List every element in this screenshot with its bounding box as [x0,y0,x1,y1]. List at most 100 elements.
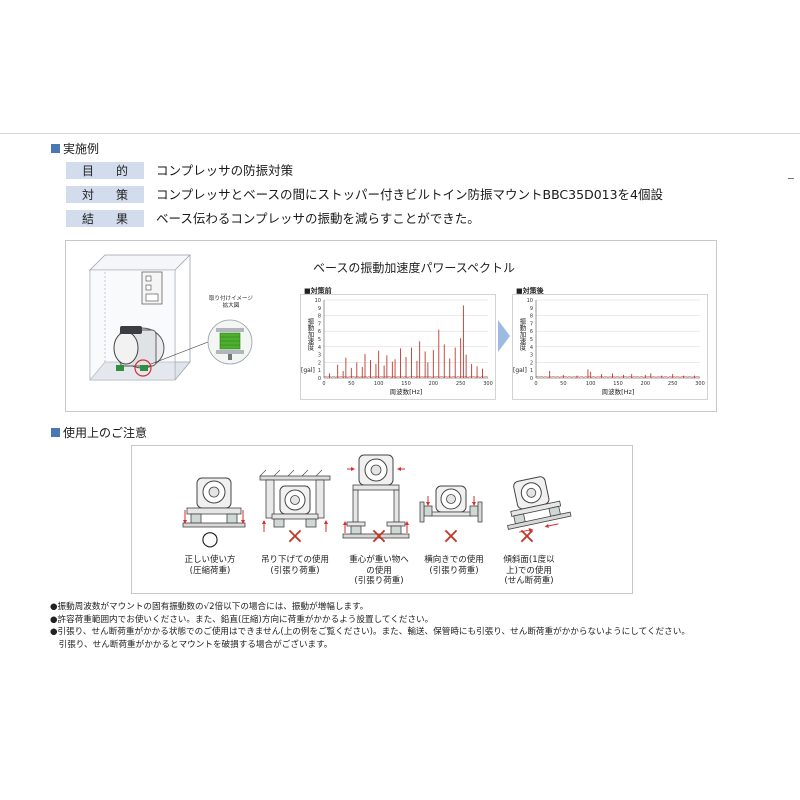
diagram-top-heavy [342,454,410,539]
row-label-measure: 対 策 [66,186,144,203]
x-axis-label: 周波数[Hz] [602,387,635,396]
row-text-result: ベース伝わるコンプレッサの振動を減らすことができた。 [156,211,480,226]
y-tick-label: 8 [530,314,533,320]
caption-incline: 傾斜面(1度以 上)での使用 (せん断荷重) [494,555,564,587]
caption-line: (せん断荷重) [504,576,554,586]
ng-mark-icon: × [441,524,461,549]
x-tick-label: 0 [534,381,537,387]
y-tick-label: 5 [530,337,533,343]
section-title: 実施例 [63,142,100,156]
label-char: 果 [115,212,128,226]
y-tick-label: 9 [530,306,533,312]
y-tick-label: 9 [318,306,321,312]
caption-line: 重心が重い物へ [349,555,409,565]
y-tick-label: 6 [530,329,533,335]
y-tick-label: 8 [318,314,321,320]
y-tick-label: 2 [318,360,321,366]
caption-sideways: 横向きでの使用 (引張り荷重) [414,555,494,576]
mounting-diagrams [182,454,572,539]
spectrum-title: ベースの振動加速度パワースペクトル [313,261,515,275]
y-tick-label: 7 [318,321,321,327]
x-tick-label: 200 [429,381,439,387]
x-tick-label: 150 [613,381,623,387]
section-heading-cautions: 使用上のご注意 [51,424,147,441]
label-char: 結 [82,212,95,226]
caption-line: (引張り荷重) [354,576,404,586]
label-char: 目 [82,164,95,178]
y-tick-label: 4 [318,345,321,351]
compressor-illustration [89,254,253,381]
y-tick-label: 2 [530,360,533,366]
y-axis-label: 振動加速度 [306,317,314,352]
note-item: ●引張り、せん断荷重がかかる状態でのご使用はできません(上の例をご覧ください)。… [50,627,690,638]
label-char: 対 [82,188,95,202]
top-divider [0,133,800,134]
caption-line: 正しい使い方 [184,555,236,565]
caption-line: (引張り荷重) [429,565,479,576]
x-axis-label: 周波数[Hz] [390,387,423,396]
diagram-incline [507,476,572,533]
y-tick-label: 7 [530,321,533,327]
caption-line: 吊り下げての使用 [260,555,329,565]
x-tick-label: 250 [456,381,466,387]
y-tick-label: 6 [318,329,321,335]
x-tick-label: 250 [668,381,678,387]
edge-mark [788,178,794,179]
chart-after-title: ■対策後 [516,287,544,295]
y-tick-label: 3 [318,353,321,359]
x-tick-label: 50 [560,381,566,387]
diagram-sideways [419,485,483,523]
caption-hanging: 吊り下げての使用 (引張り荷重) [252,555,338,576]
label-char: 的 [115,164,128,178]
ng-mark-icon: × [285,524,305,549]
arrow-right-icon [498,320,510,352]
x-tick-label: 300 [483,381,493,387]
caption-line: の使用 [366,565,392,576]
diagram-hanging [259,469,331,532]
x-tick-label: 0 [322,381,325,387]
x-tick-label: 100 [586,381,596,387]
y-axis-label: 振動加速度 [518,317,526,352]
note-item: 引張り、せん断荷重がかかるとマウントを破損する場合がございます。 [50,639,333,650]
caption-line: 横向きでの使用 [424,555,484,565]
label-char: 策 [115,188,128,202]
y-tick-label: 3 [530,353,533,359]
caption-line: 傾斜面(1度以 [503,555,555,565]
chart-before-title: ■対策前 [304,287,332,295]
section-heading-example: 実施例 [51,140,99,157]
y-tick-label: 1 [318,368,321,374]
ng-mark-icon: × [517,524,537,549]
row-label-result: 結 果 [66,210,144,227]
section-bullet [51,428,60,437]
ng-mark-icon: × [369,524,389,549]
x-tick-label: 200 [641,381,651,387]
row-label-purpose: 目 的 [66,162,144,179]
notes-list: ●振動周波数がマウントの固有振動数の√2倍以下の場合には、振動が増幅します。 ●… [50,601,690,651]
diagram-correct [182,477,246,528]
row-text-measure: コンプレッサとベースの間にストッパー付きビルトイン防振マウントBBC35D013… [156,187,664,202]
x-tick-label: 50 [348,381,354,387]
y-axis-unit: [gal] [513,367,527,374]
section-title: 使用上のご注意 [63,426,148,440]
caption-line: 上)での使用 [506,565,552,576]
y-tick-label: 4 [530,345,533,351]
y-tick-label: 5 [318,337,321,343]
x-tick-label: 300 [695,381,705,387]
y-axis-unit: [gal] [301,367,315,374]
caption-line: (圧縮荷重) [189,565,231,576]
row-text-purpose: コンプレッサの防振対策 [156,163,294,178]
y-tick-label: 10 [315,298,321,304]
y-tick-label: 10 [527,298,533,304]
note-item: ●振動周波数がマウントの固有振動数の√2倍以下の場合には、振動が増幅します。 [50,602,369,612]
ok-mark-icon: ○ [201,526,219,550]
x-tick-label: 100 [374,381,384,387]
caption-top-heavy: 重心が重い物へ の使用 (引張り荷重) [339,555,419,587]
caption-correct: 正しい使い方 (圧縮荷重) [170,555,250,576]
y-tick-label: 1 [530,368,533,374]
y-tick-label: 0 [318,376,321,382]
zoom-callout-label: 取り付けイメージ 拡大図 [209,296,253,309]
caption-line: (引張り荷重) [270,565,320,576]
section-bullet [51,144,60,153]
